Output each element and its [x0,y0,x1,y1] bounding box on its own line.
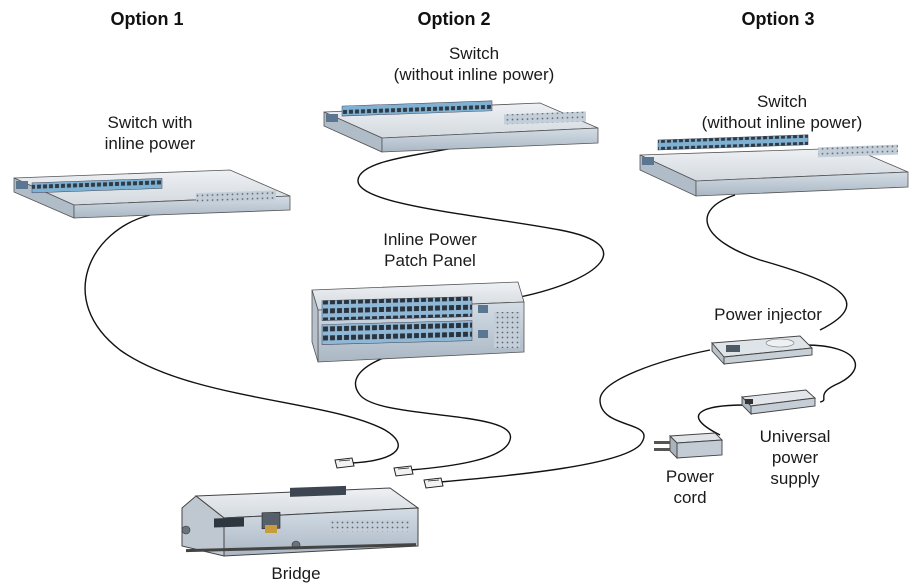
switch3-label-line1: Switch [756,92,808,111]
power-cord-label-line1: Power [665,467,715,486]
rj45-connector-icon [423,477,444,489]
cable-option3 [439,349,711,483]
cable-option1 [84,214,399,464]
switch-icon [13,169,291,219]
bridge-label: Bridge [271,564,321,583]
switch-icon [639,134,909,197]
rj45-connector-icon [334,457,355,469]
switch-inline-label-line2: inline power [104,134,196,153]
patch-panel-label-line1: Inline Power [383,230,477,249]
bridge-icon [181,485,420,557]
cable-ups-cord [697,404,746,436]
option1-header: Option 1 [110,9,184,29]
ups-label-line2: power [771,448,819,467]
cables [84,144,857,483]
switch-icon [323,100,599,153]
switch3-label-line2: (without inline power) [701,113,863,132]
ups-label-line1: Universal [759,427,831,446]
ups-label-line3: supply [770,469,820,488]
switch2-label-line2: (without inline power) [393,65,555,84]
cable-injector-ups [804,344,857,403]
patch-panel-icon [311,281,525,363]
power-injector-icon [711,335,813,366]
power-injector-label: Power injector [714,305,822,324]
patch-panel-label-line2: Patch Panel [384,251,476,270]
cable-option2 [354,344,511,471]
cable-switch2-panel [357,144,605,298]
option3-header: Option 3 [741,9,815,29]
power-cord-icon [654,432,724,460]
cable-switch3-injector [706,194,848,331]
option2-header: Option 2 [417,9,491,29]
power-supply-icon [741,389,817,416]
switch-inline-label-line1: Switch with [107,113,193,132]
switch2-label-line1: Switch [448,44,500,63]
rj45-connector-icon [393,465,414,477]
power-cord-label-line2: cord [673,488,707,507]
